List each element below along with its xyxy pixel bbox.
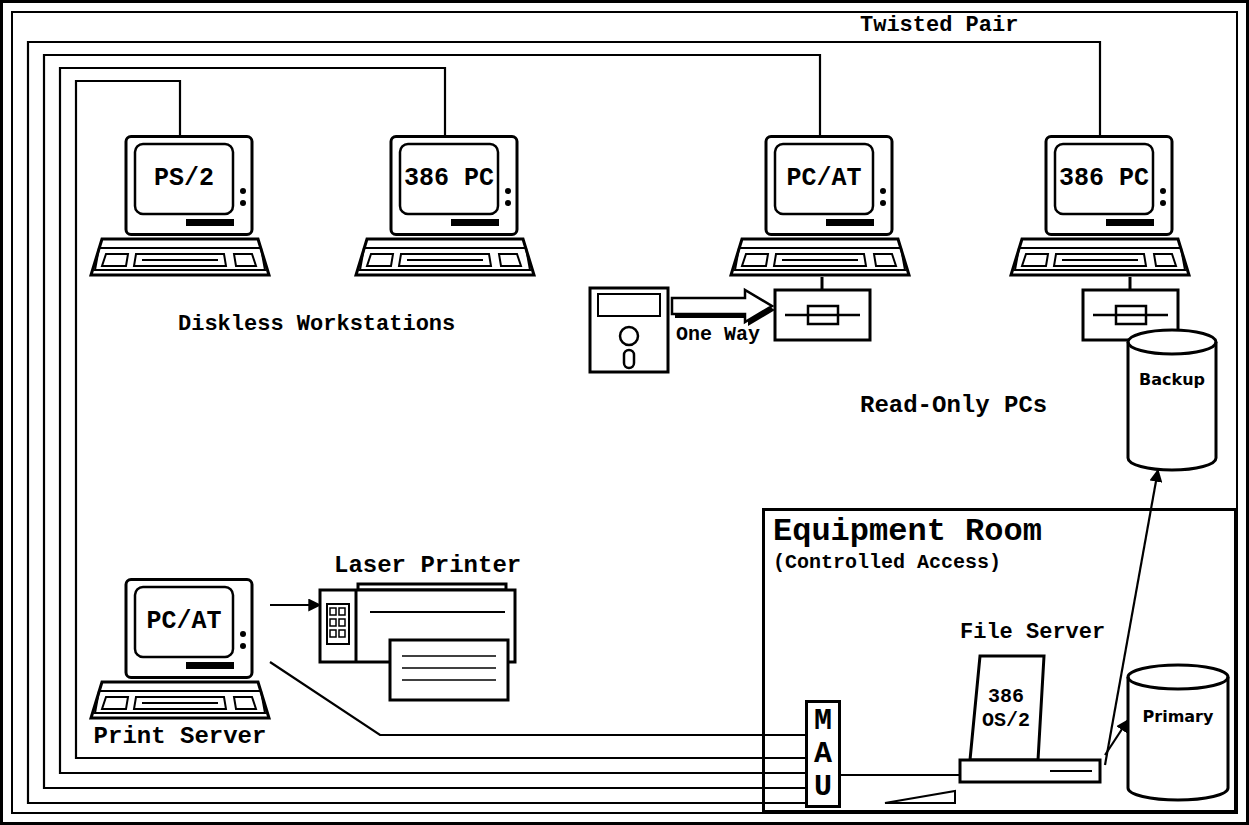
network-cable [60,68,805,773]
node-label: PC/AT [786,164,861,194]
network-cable [28,42,1100,803]
computer-node: 386 PC [355,135,535,277]
annotation-label: One Way [676,323,760,347]
network-cable [44,55,820,788]
computer-node: 386 PC [1010,135,1190,277]
wedge-symbol [885,791,955,803]
file-server: File Server 386 OS/2 [960,620,1105,790]
node-label: Laser Printer [334,552,521,581]
computer-node: PS/2 [90,135,270,277]
laser-printer: Laser Printer [320,552,525,702]
annotation-label: Twisted Pair [860,13,1018,39]
mau-box: MAU [805,700,841,808]
node-label: (Controlled Access) [773,551,1001,575]
computer-node-outline [355,135,535,277]
disk-drive-symbol [775,277,870,340]
node-label: MAU [808,705,838,804]
annotation-label: Read-Only PCs [860,392,1047,421]
inner-frame [12,12,1237,813]
node-label: Primary [1143,707,1214,726]
network-cable [841,774,960,776]
annotation-label: Diskless Workstations [178,312,455,338]
node-label: 386 PC [404,164,494,194]
disk-cylinder: Backup [1128,330,1216,470]
computer-node-outline [1010,135,1190,277]
computer-node: PC/AT Print Server [90,578,270,754]
node-label: Print Server [94,723,267,752]
equipment-room: Equipment Room(Controlled Access) File Se… [762,508,1237,813]
network-cable [270,662,805,735]
node-label: File Server [960,620,1105,646]
floppy-disk [590,288,668,372]
node-label: Equipment Room [773,513,1042,551]
node-label: 386 OS/2 [982,685,1030,733]
computer-node: PC/AT [730,135,910,277]
disk-cylinder-outline [1128,665,1228,800]
node-label: Backup [1139,370,1205,389]
file-server-outline [960,620,1105,790]
disk-cylinder-outline [1128,330,1216,470]
node-label: PS/2 [154,164,214,194]
computer-node-outline [90,135,270,277]
network-cable [1105,720,1128,755]
computer-node-outline [730,135,910,277]
network-cable [270,604,320,606]
one-way-arrow [672,290,775,326]
node-label: 386 PC [1059,164,1149,194]
disk-cylinder: Primary [1128,665,1228,800]
node-label: PC/AT [146,607,221,637]
network-cable [76,81,805,758]
